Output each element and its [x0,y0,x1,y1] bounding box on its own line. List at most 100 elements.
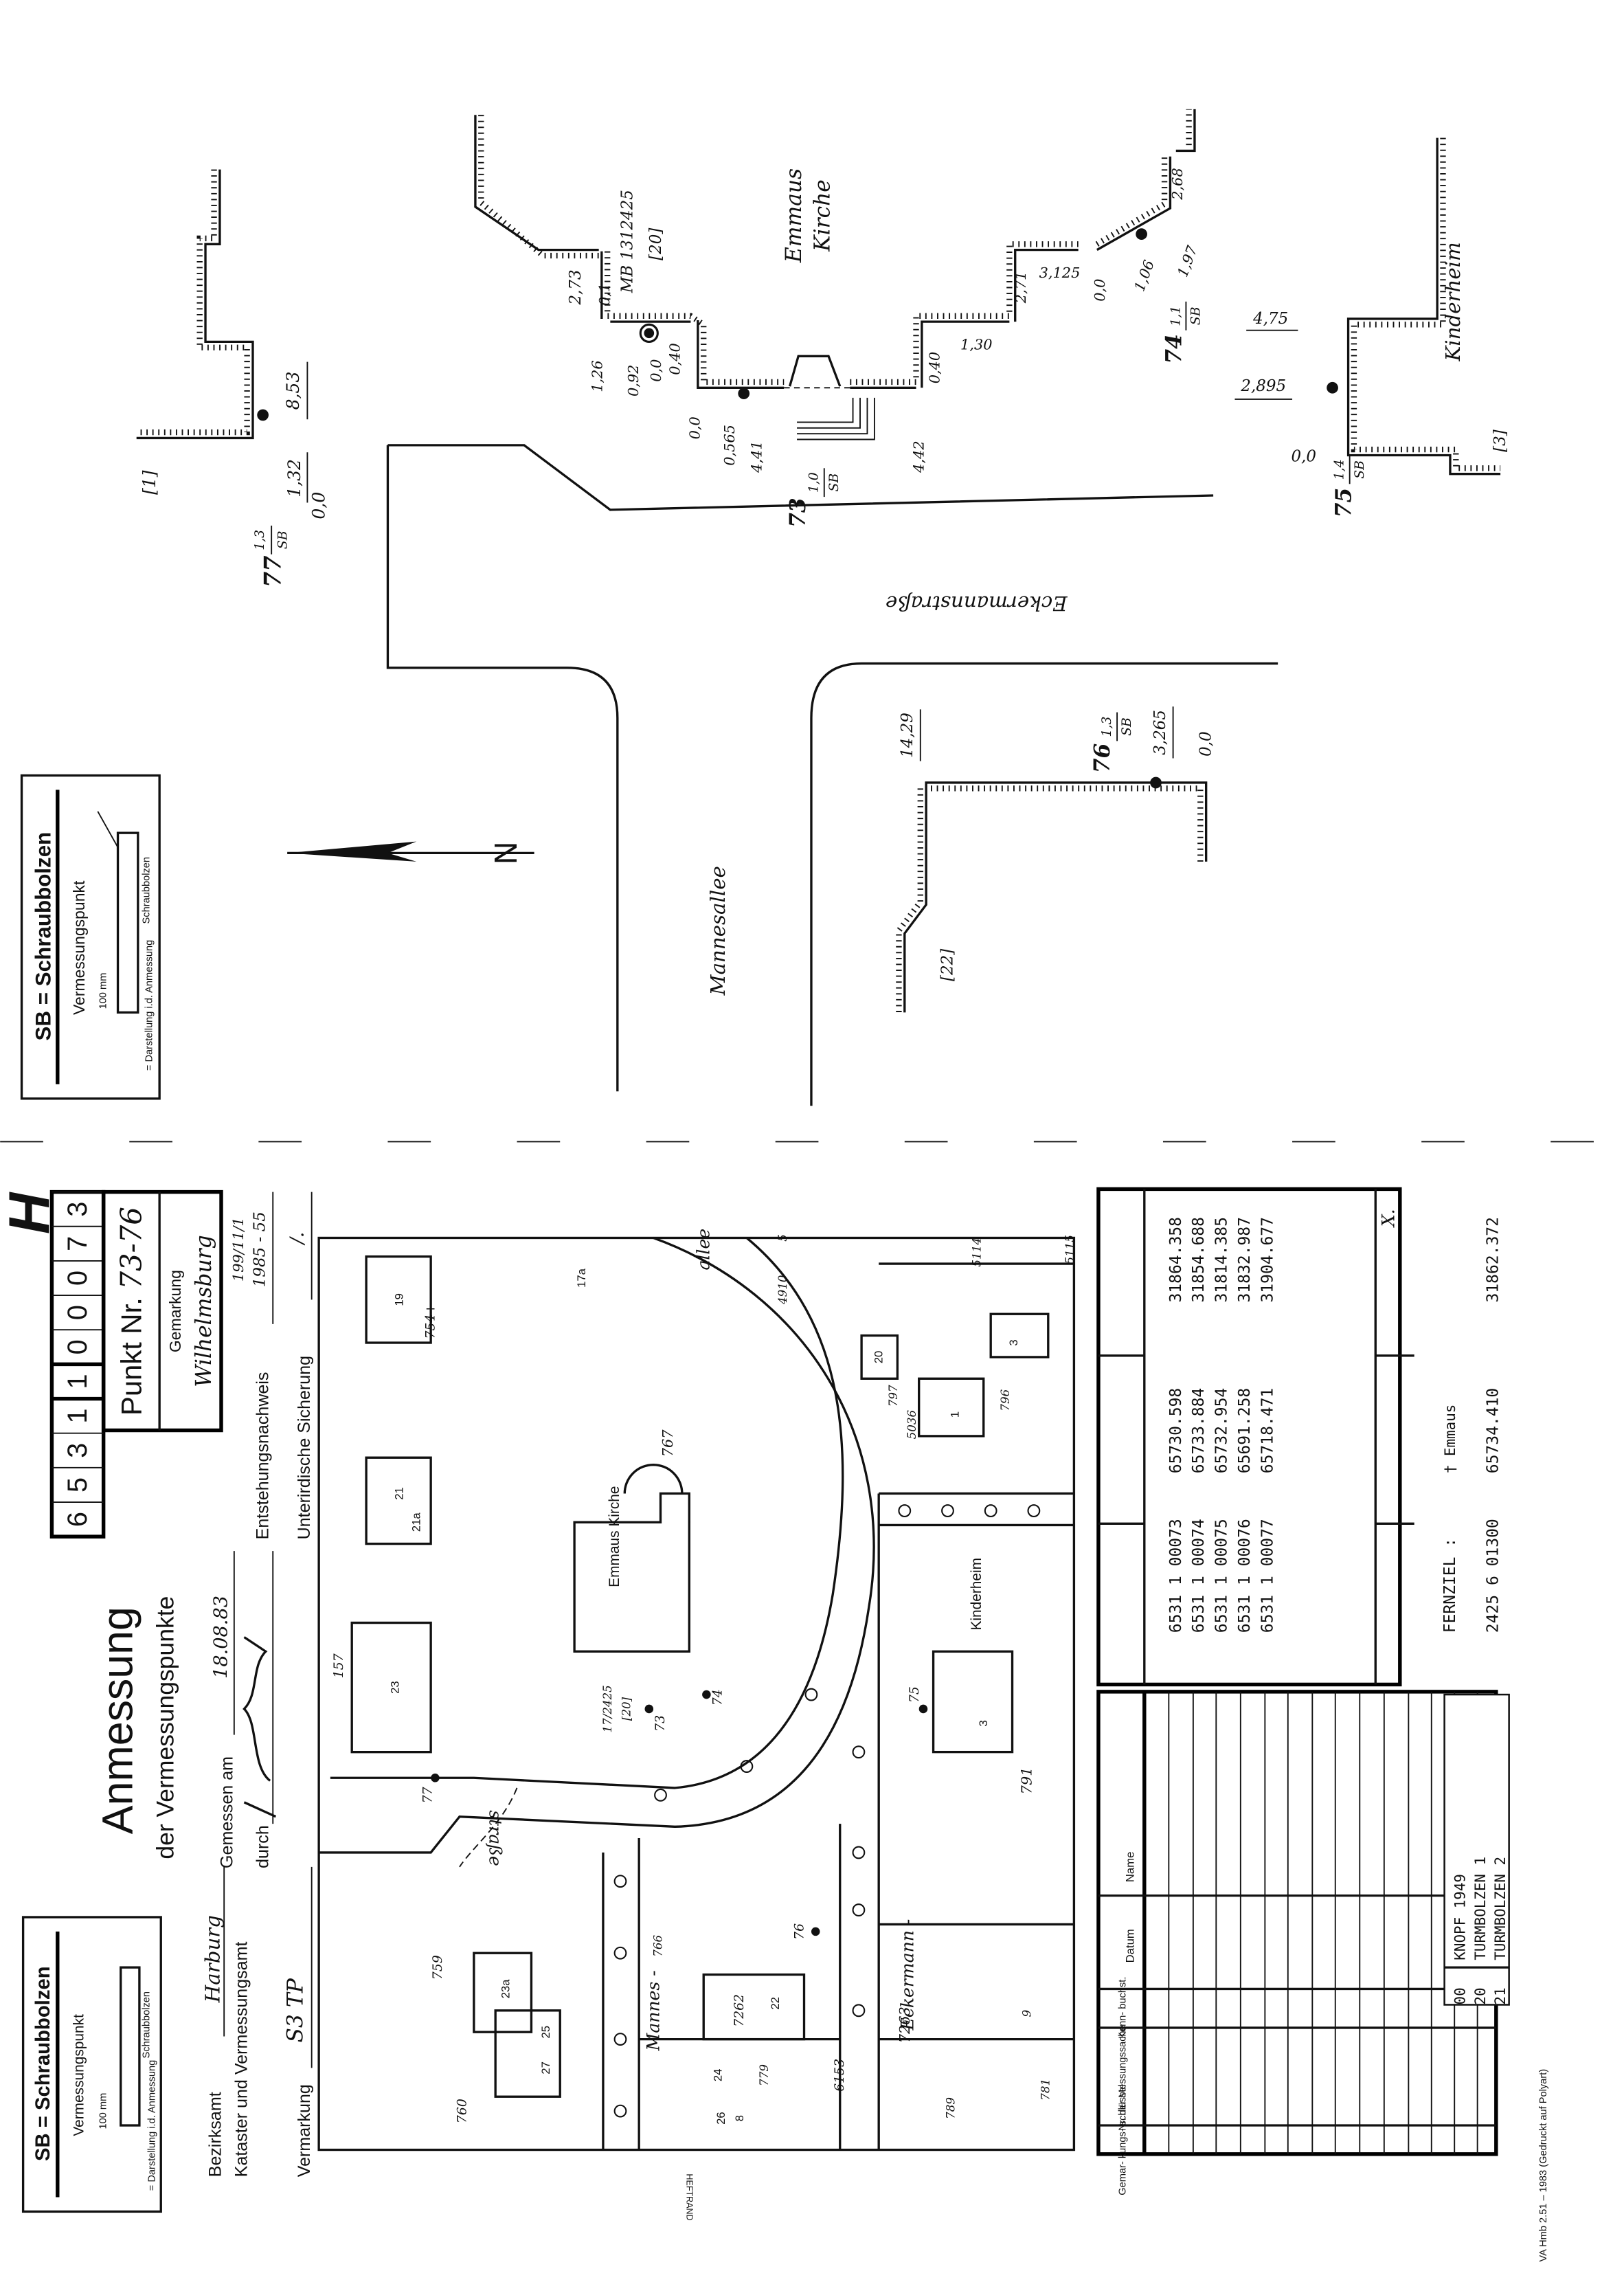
point-number: 76 [1090,743,1115,773]
coord-x: 65732.954 [1213,1388,1231,1473]
map-label-b21a: 21a [410,1512,423,1532]
measure: 1,30 [960,337,992,353]
point-number: 73 [786,498,811,528]
coord-x: 65691.258 [1236,1388,1254,1473]
coord-y: 31854.688 [1190,1217,1208,1302]
gemessen-label: Gemessen am [217,1756,236,1868]
survey-sketch: SB = Schraubbolzen Vermessungspunkt 100 … [20,109,1509,1106]
page-title: Anmessung [94,1607,142,1834]
bezirksamt-label: Bezirksamt [206,2092,225,2177]
building-label: [1] [139,470,159,495]
measure: 1,06 [1131,258,1158,293]
map-label-b21: 21 [393,1487,406,1500]
map-label-p74: 74 [711,1689,725,1706]
digit-cell: 7 [63,1236,93,1251]
map-label-b157: 157 [332,1653,346,1678]
durch-label: durch [253,1825,273,1868]
point-74-label: 74 1,1 SB [1162,301,1204,364]
map-label-b22: 22 [769,1997,782,2010]
measure: 3,125 [1039,265,1081,281]
reference-label: MB 1312425 [618,190,636,293]
kinderheim-label: Kinderheim [1441,242,1465,361]
measure: 4,41 [749,440,765,473]
kataster-label: Kataster und Vermessungsamt [232,1942,251,2178]
building-label: [22] [938,949,956,981]
point-height: 1,0 [807,472,822,493]
punkt-nr: Punkt Nr. 73-76 [114,1207,148,1416]
map-label-p77: 77 [420,1787,435,1803]
coord-y: 31832.987 [1236,1217,1254,1302]
header-datum: Datum [1123,1929,1136,1963]
vermarkung-label: Vermarkung [295,2084,314,2177]
header-schluessel: Gemar- kungs- schlüssel [1117,2084,1128,2195]
legend-note: = Darstellung i.d. Anmessung [147,2060,158,2191]
map-label-b779: 779 [757,2064,771,2086]
digit-cell: 1 [63,1409,93,1424]
map-label-b767: 767 [659,1429,676,1457]
map-label-b5036: 5036 [905,1410,918,1440]
point-number: 74 [1162,334,1187,364]
map-label-b796: 796 [998,1389,1012,1411]
measure: 0,1 [596,283,613,306]
measure: 3,265 [1151,710,1169,755]
coord-y: 31904.677 [1259,1217,1277,1302]
type-code: 21 [1492,1987,1509,2004]
point-id: 6531 1 00076 [1236,1519,1254,1633]
digit-cell: 5 [63,1477,93,1493]
fernziel-name: † Emmaus [1442,1405,1458,1474]
map-label-b24: 24 [712,2069,725,2082]
map-label-b26: 26 [714,2112,728,2125]
coord-x: 65730.598 [1167,1388,1185,1473]
point-height: 1,1 [1169,306,1183,326]
coord-y: 31864.358 [1167,1217,1185,1302]
map-label-p76: 76 [793,1923,807,1940]
building-outlines [350,1255,1074,2098]
survey-point-73-marker [738,388,750,399]
map-label-b781: 781 [1039,2079,1052,2101]
heftrand-mark: HEFTRAND [684,2173,694,2220]
entstehung-label: Entstehungsnachweis [253,1372,273,1540]
north-label: N [488,842,523,864]
map-label-emmaus_kirche: Emmaus Kirche [607,1486,622,1587]
point-type: SB [1120,717,1134,736]
measure: 2,895 [1240,377,1286,395]
entstehung-value: 199/11/1 [230,1217,247,1282]
map-label-b766: 766 [651,1934,664,1956]
map-label-mannes: Mannes - [644,1970,664,2051]
map-label-b1: 1 [948,1411,961,1418]
map-label-b789: 789 [944,2097,958,2119]
map-label-b760: 760 [455,2099,470,2123]
map-label-ref: 17/2425 [600,1685,614,1732]
map-label-allee: allee [694,1229,714,1271]
header-messungssache: Nr. der Messungssache [1117,2025,1128,2130]
legend-title: SB = Schraubbolzen [32,1966,54,2161]
point-id: 6531 1 00075 [1213,1519,1231,1633]
measure: 4,42 [911,440,927,473]
point-height: 1,3 [1100,716,1114,737]
digit-cell: 0 [63,1339,93,1354]
measure: 8,53 [283,372,303,410]
legend-bolt: Schraubbolzen [141,857,152,924]
measure: 0,0 [648,359,664,382]
sicherung-value: /. [286,1232,308,1247]
fernziel-id: 2425 6 01300 [1485,1519,1502,1633]
point-type: SB [1353,460,1367,479]
bolt-shape-icon [120,1966,141,2127]
measure: 0,40 [666,343,683,375]
legend-title: SB = Schraubbolzen [31,832,55,1041]
coord-x: 65733.884 [1190,1388,1208,1473]
map-label-b17a: 17a [575,1268,588,1288]
legend-box: SB = Schraubbolzen Vermessungspunkt 100 … [20,774,161,1100]
map-label-b23: 23 [388,1681,401,1694]
map-label-b5114: 5114 [969,1238,983,1267]
legend-point: Vermessungspunkt [70,880,88,1015]
bezirksamt-value: Harburg [201,1915,224,2003]
point-77-label: 77 1,3 SB [253,525,290,588]
digit-cell: 0 [63,1305,93,1320]
map-label-b759: 759 [431,1955,445,1980]
measure: 0,0 [1197,731,1215,757]
type-name: KNOPF 1949 [1452,1874,1469,1960]
map-label-b7262: 7262 [732,1994,747,2027]
map-label-b7263: 7263 [896,2007,913,2043]
